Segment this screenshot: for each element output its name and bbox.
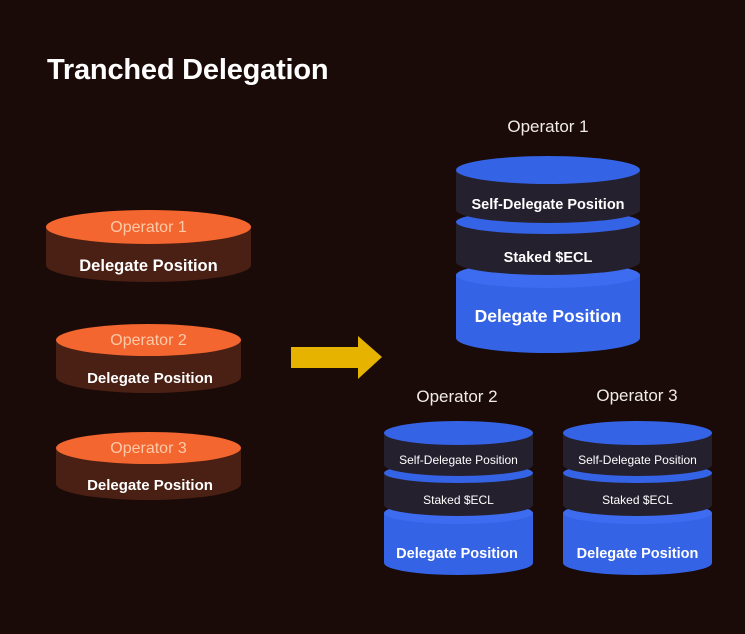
disc-top — [56, 324, 241, 356]
position-label: Delegate Position — [87, 477, 213, 494]
operator-label: Operator 3 — [110, 440, 187, 457]
layer-label: Staked $ECL — [423, 493, 494, 507]
self-delegate-position-layer — [384, 433, 533, 476]
operator-label: Operator 3 — [596, 386, 677, 405]
staked-ecl-layer — [456, 222, 640, 275]
before-operator-3-disc: Operator 3 Delegate Position — [56, 432, 241, 500]
operator-label: Operator 1 — [110, 219, 187, 236]
position-label: Delegate Position — [87, 370, 213, 387]
before-operator-1-disc: Operator 1 Delegate Position — [46, 210, 251, 282]
delegate-position-layer — [563, 513, 712, 575]
layer-label: Delegate Position — [577, 546, 699, 562]
layer-label: Delegate Position — [475, 306, 622, 326]
self-delegate-position-layer — [456, 170, 640, 223]
cylinder-top — [384, 421, 533, 445]
before-operator-2-disc: Operator 2 Delegate Position — [56, 324, 241, 393]
staked-ecl-layer — [384, 473, 533, 516]
operator-label: Operator 2 — [110, 332, 187, 349]
delegate-position-layer — [384, 513, 533, 575]
layer-label: Staked $ECL — [504, 250, 593, 266]
layer-label: Self-Delegate Position — [578, 453, 697, 467]
disc-top — [46, 210, 251, 244]
position-label: Delegate Position — [79, 257, 217, 275]
after-operator-3-stack: Operator 3 Self-Delegate Position Staked… — [563, 386, 712, 575]
staked-ecl-layer — [563, 473, 712, 516]
layer-label: Self-Delegate Position — [471, 197, 624, 213]
operator-label: Operator 1 — [507, 117, 588, 136]
diagram-title: Tranched Delegation — [47, 54, 329, 86]
arrow-right-icon — [291, 336, 382, 379]
layer-label: Delegate Position — [396, 546, 518, 562]
after-operator-1-stack: Operator 1 Self-Delegate Position Staked… — [456, 117, 640, 353]
self-delegate-position-layer — [563, 433, 712, 476]
after-operator-2-stack: Operator 2 Self-Delegate Position Staked… — [384, 387, 533, 575]
layer-label: Self-Delegate Position — [399, 453, 518, 467]
delegate-position-layer — [456, 275, 640, 353]
cylinder-top — [563, 421, 712, 445]
operator-label: Operator 2 — [416, 387, 497, 406]
layer-label: Staked $ECL — [602, 493, 673, 507]
disc-top — [56, 432, 241, 464]
cylinder-top — [456, 156, 640, 184]
